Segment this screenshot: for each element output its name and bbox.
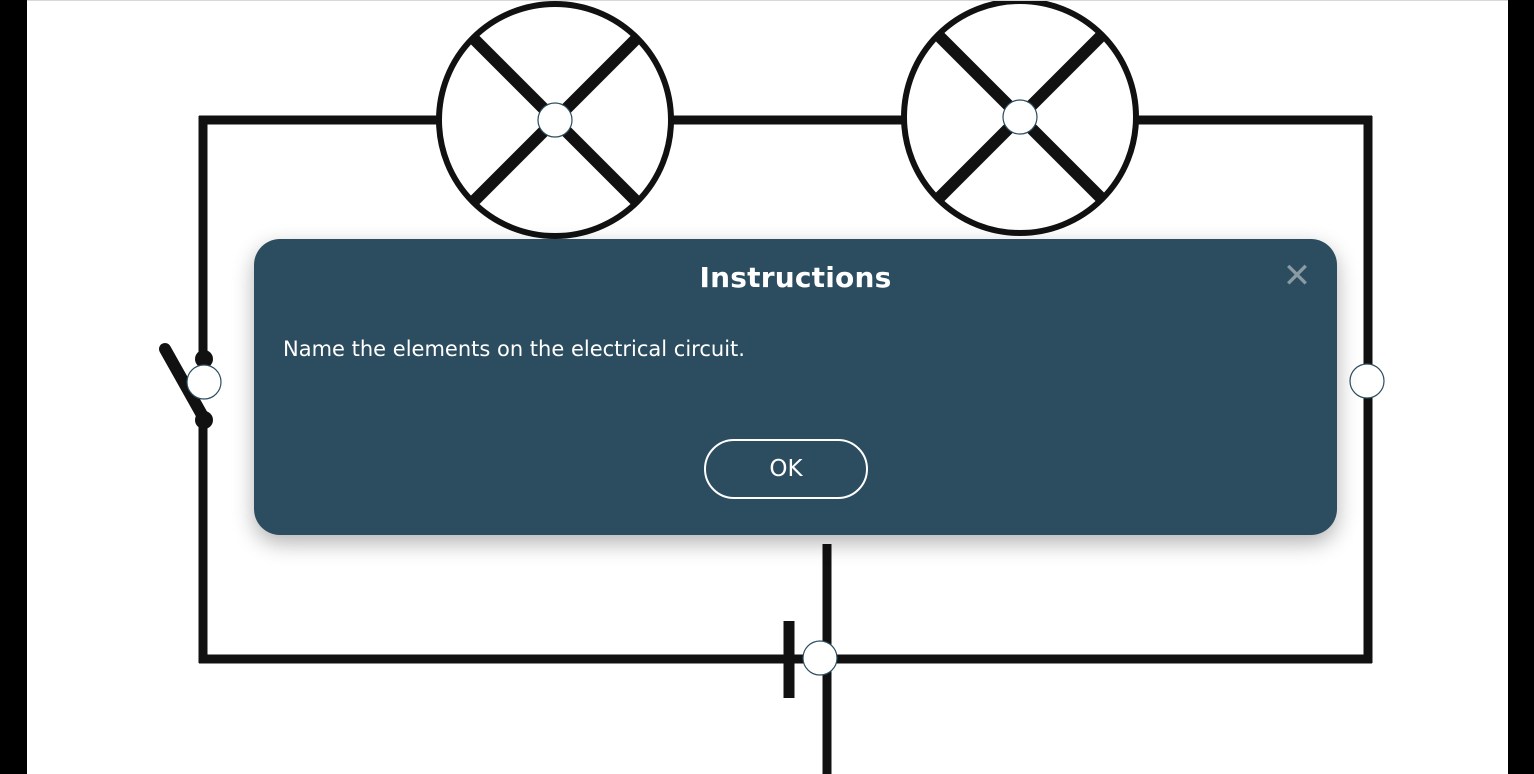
- close-icon[interactable]: ✕: [1282, 256, 1312, 296]
- circuit-wires: [198, 115, 1373, 664]
- switch-blade-icon: [159, 343, 212, 428]
- switch-terminal-top-icon: [195, 350, 213, 368]
- hotspot-switch[interactable]: [186, 364, 222, 400]
- hotspot-markers[interactable]: [186, 99, 1385, 676]
- modal-body-text: Name the elements on the electrical circ…: [283, 337, 745, 361]
- hotspot-lamp-left[interactable]: [537, 102, 573, 138]
- hotspot-lamp-right[interactable]: [1002, 99, 1038, 135]
- hotspot-wire-right[interactable]: [1349, 363, 1385, 399]
- circuit-canvas: Instructions ✕ Name the elements on the …: [27, 0, 1508, 774]
- ok-button[interactable]: OK: [704, 439, 868, 499]
- switch-terminal-bottom-icon: [195, 411, 213, 429]
- modal-title: Instructions: [699, 261, 892, 294]
- circuit-diagram: [159, 1, 1385, 774]
- instructions-modal: Instructions ✕ Name the elements on the …: [254, 239, 1337, 535]
- hotspot-battery[interactable]: [802, 640, 838, 676]
- switch-element[interactable]: [159, 343, 213, 429]
